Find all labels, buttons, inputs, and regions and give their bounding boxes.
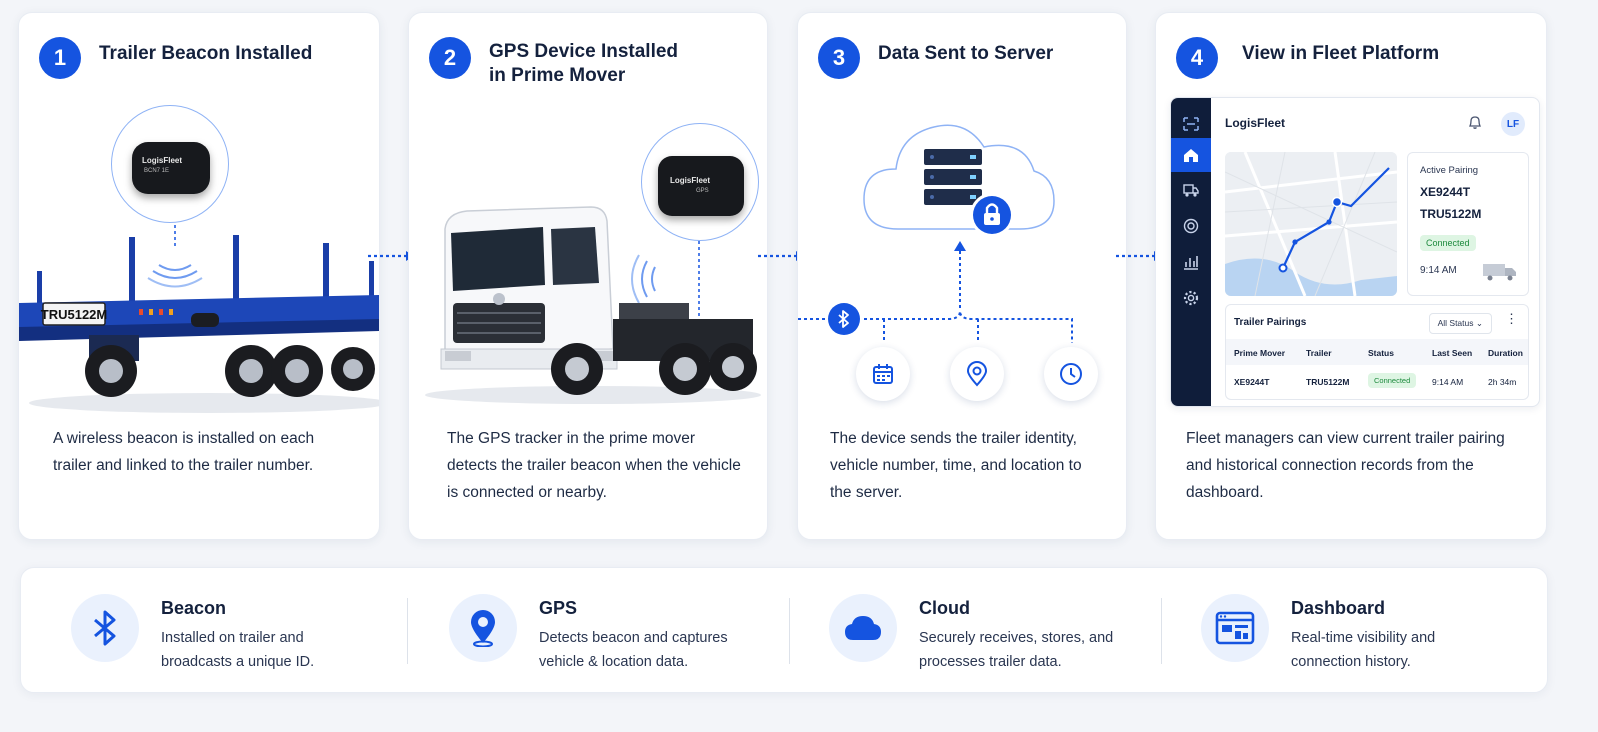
column-header[interactable]: Duration	[1488, 348, 1523, 358]
step-card-4: 4 View in Fleet Platform LogisFleet	[1155, 12, 1547, 540]
feature-title: Beacon	[161, 598, 227, 618]
cell-status-badge: Connected	[1368, 373, 1417, 388]
dashboard-sidebar	[1171, 98, 1211, 406]
prime-mover-id: XE9244T	[1420, 185, 1471, 199]
cell-trailer: TRU5122M	[1306, 377, 1350, 387]
pairing-time: 9:14 AM	[1420, 265, 1457, 276]
feature-beacon: Beacon Installed on trailer and broadcas…	[71, 590, 371, 670]
cloud-server-illustration	[863, 124, 1055, 237]
step-number-badge: 4	[1176, 37, 1218, 79]
feature-description: Real-time visibility and connection hist…	[1291, 630, 1436, 670]
feature-description: Installed on trailer and broadcasts a un…	[161, 630, 315, 670]
cell-last-seen: 9:14 AM	[1432, 377, 1464, 387]
divider	[407, 598, 408, 664]
divider	[1161, 598, 1162, 664]
step-title-line-1: GPS Device Installed	[489, 41, 679, 62]
column-header[interactable]: Status	[1368, 348, 1394, 358]
beacon-device-illustration: LogisFleet BCN7 1E	[111, 105, 229, 223]
step-number-badge: 1	[39, 37, 81, 79]
avatar[interactable]: LF	[1501, 112, 1525, 136]
step-card-1: 1 Trailer Beacon Installed LogisFleet BC…	[18, 12, 380, 540]
clock-icon	[1044, 347, 1098, 401]
signal-waves-icon	[147, 225, 203, 288]
gps-brand-text: LogisFleet	[670, 176, 711, 185]
analytics-icon[interactable]	[1179, 250, 1203, 274]
cell-prime-mover: XE9244T	[1234, 377, 1270, 387]
data-flow-lines	[798, 241, 1073, 343]
column-header[interactable]: Prime Mover	[1234, 348, 1286, 358]
step-card-2: 2 GPS Device Installed in Prime Mover Lo…	[408, 12, 768, 540]
beacon-code-text: BCN7 1E	[144, 168, 170, 174]
column-header[interactable]: Last Seen	[1432, 348, 1473, 358]
table-title: Trailer Pairings	[1234, 317, 1307, 328]
trailer-plate-text: TRU5122M	[41, 307, 107, 322]
column-header[interactable]: Trailer	[1306, 348, 1332, 358]
feature-dashboard: Dashboard Real-time visibility and conne…	[1201, 590, 1521, 670]
feature-cloud: Cloud Securely receives, stores, and pro…	[829, 590, 1149, 670]
location-pin-icon	[449, 594, 517, 662]
location-pin-icon	[950, 347, 1004, 401]
step-title-line-2: in Prime Mover	[489, 65, 626, 86]
beacon-brand-text: LogisFleet	[142, 156, 183, 165]
step-number-badge: 2	[429, 37, 471, 79]
feature-title: GPS	[539, 598, 578, 618]
step-description: The device sends the trailer identity, v…	[830, 430, 1082, 501]
status-filter-label: All Status	[1437, 318, 1474, 328]
prime-mover-truck-illustration	[425, 206, 761, 404]
gps-device-illustration: LogisFleet GPS	[641, 123, 759, 241]
step-description: Fleet managers can view current trailer …	[1186, 430, 1505, 501]
feature-description: Securely receives, stores, and processes…	[919, 630, 1114, 670]
truck-icon[interactable]	[1179, 178, 1203, 202]
fleet-dashboard-mockup: LogisFleet LF Active Pairing	[1170, 97, 1540, 407]
target-icon[interactable]	[1179, 214, 1203, 238]
chevron-down-icon: ⌄	[1475, 318, 1483, 328]
bluetooth-icon	[71, 594, 139, 662]
step-description: A wireless beacon is installed on each t…	[53, 430, 315, 474]
notification-bell-icon[interactable]	[1467, 114, 1483, 130]
home-icon[interactable]	[1171, 138, 1211, 172]
active-pairing-label: Active Pairing	[1420, 165, 1479, 176]
dashboard-icon	[1201, 594, 1269, 662]
gps-label-text: GPS	[696, 188, 709, 194]
divider	[789, 598, 790, 664]
status-filter-dropdown[interactable]: All Status ⌄	[1428, 313, 1492, 334]
table-row[interactable]: XE9244T TRU5122M Connected 9:14 AM 2h 34…	[1226, 367, 1528, 397]
step-title: Data Sent to Server	[878, 43, 1054, 64]
table-header: Prime Mover Trailer Status Last Seen Dur…	[1226, 339, 1528, 365]
feature-summary-bar: Beacon Installed on trailer and broadcas…	[20, 567, 1548, 693]
trailer-pairings-table: Trailer Pairings All Status ⌄ ⋮ Prime Mo…	[1225, 304, 1529, 400]
cell-duration: 2h 34m	[1488, 377, 1517, 387]
trailer-id: TRU5122M	[1420, 207, 1482, 221]
more-options-icon[interactable]: ⋮	[1505, 311, 1518, 326]
bluetooth-icon	[828, 303, 860, 335]
truck-icon	[1483, 264, 1516, 281]
status-badge: Connected	[1420, 235, 1476, 251]
step-number-badge: 3	[818, 37, 860, 79]
step-title: Trailer Beacon Installed	[99, 43, 313, 64]
feature-title: Dashboard	[1291, 598, 1386, 618]
route-map[interactable]	[1225, 152, 1397, 296]
trailer-illustration: TRU5122M	[19, 235, 379, 413]
logo-icon[interactable]	[1179, 112, 1203, 136]
step-card-3: 3 Data Sent to Server The device sends t…	[797, 12, 1127, 540]
step-title: View in Fleet Platform	[1242, 43, 1440, 64]
feature-description: Detects beacon and captures vehicle & lo…	[539, 630, 728, 670]
cloud-icon	[829, 594, 897, 662]
calendar-icon	[856, 347, 910, 401]
dashboard-brand: LogisFleet	[1225, 116, 1286, 130]
step-description: The GPS tracker in the prime mover detec…	[447, 430, 741, 501]
settings-gear-icon[interactable]	[1179, 286, 1203, 310]
active-pairing-panel: Active Pairing XE9244T TRU5122M Connecte…	[1407, 152, 1529, 296]
feature-title: Cloud	[919, 598, 970, 618]
feature-gps: GPS Detects beacon and captures vehicle …	[449, 590, 759, 670]
